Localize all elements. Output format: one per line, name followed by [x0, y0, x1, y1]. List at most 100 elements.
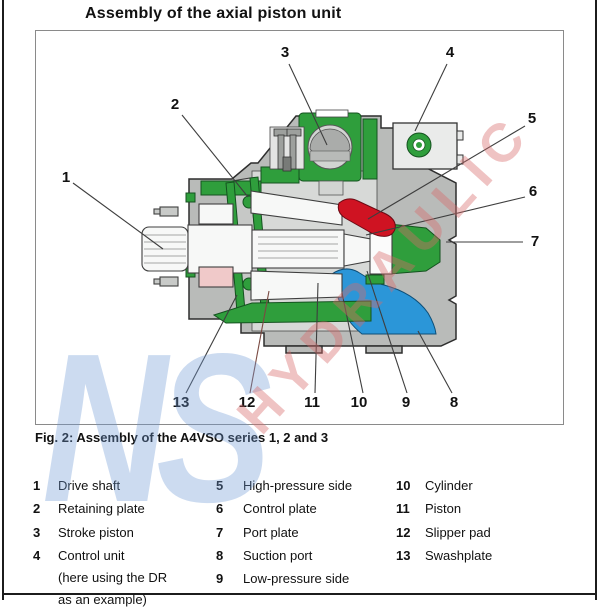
leader-line-1: [72, 182, 164, 250]
legend-num: 1: [33, 478, 41, 493]
legend-num: 2: [33, 501, 41, 517]
control-plate-seal-lower: [365, 274, 385, 285]
legend-num: 12: [396, 524, 411, 540]
valve-stem-left: [277, 134, 285, 170]
legend-item-13: 13 Swashplate: [396, 544, 492, 567]
callout-2: 2: [171, 96, 179, 113]
machined-parts: [141, 190, 393, 301]
shaft-bearing-block: [187, 224, 253, 274]
stroke-piston-dome: [309, 128, 351, 156]
callout-3: 3: [281, 44, 289, 61]
leader-line-6: [365, 196, 526, 236]
legend-label: Stroke piston: [58, 524, 134, 540]
callout-11: 11: [304, 394, 320, 411]
figure-caption: Fig. 2: Assembly of the A4VSO series 1, …: [35, 430, 329, 445]
callout-7: 7: [531, 233, 539, 250]
legend-label: Port plate: [243, 524, 299, 540]
legend-label: Swashplate: [425, 547, 493, 563]
seal-square-upper-left: [185, 192, 196, 203]
legend-num: 5: [216, 478, 224, 493]
stroke-piston-band: [309, 150, 351, 162]
housing-top-tab: [315, 109, 349, 118]
housing-foot-left: [285, 345, 323, 354]
legend-num: 10: [396, 478, 411, 493]
legend-column-3: 10 Cylinder 11 Piston 12 Slipper pad 13 …: [396, 474, 492, 567]
seal-band-right: [362, 118, 378, 180]
housing-foot-right: [365, 345, 403, 354]
page-border-right: [595, 0, 597, 600]
callout-9: 9: [402, 394, 410, 411]
leader-line-5: [367, 125, 526, 220]
legend-item-10: 10 Cylinder: [396, 474, 492, 497]
legend-label: Retaining plate: [58, 501, 145, 517]
stroke-piston-stem: [318, 180, 344, 196]
legend-num: 3: [33, 524, 41, 540]
legend-label: Drive shaft: [58, 478, 121, 493]
legend-item-5: 5 High-pressure side: [216, 474, 352, 497]
legend-item-4-subline-2: as an example): [58, 591, 147, 607]
valve-stem-right: [289, 134, 297, 170]
callout-1: 1: [62, 169, 70, 186]
legend-label: Control unit: [58, 547, 125, 563]
legend-label: Suction port: [243, 547, 313, 563]
callout-5: 5: [528, 110, 536, 127]
valve-core: [282, 156, 292, 172]
callout-12: 12: [239, 394, 256, 411]
leader-line-9: [366, 270, 408, 394]
leader-line-11: [314, 282, 319, 394]
legend-item-2: 2 Retaining plate: [33, 497, 167, 520]
legend-label: Piston: [425, 501, 462, 517]
legend-item-12: 12 Slipper pad: [396, 521, 492, 544]
callout-6: 6: [529, 183, 537, 200]
control-unit-tab-top: [456, 130, 464, 141]
legend-item-9: 9 Low-pressure side: [216, 567, 352, 590]
leader-line-2: [181, 114, 249, 198]
legend-item-11: 11 Piston: [396, 497, 492, 520]
callout-10: 10: [351, 394, 368, 411]
callout-13: 13: [173, 394, 190, 411]
legend-item-4-subline-1: (here using the DR: [58, 570, 168, 586]
mount-bolt-upper-tip: [153, 208, 161, 215]
legend-item-1: 1 Drive shaft: [33, 474, 167, 497]
leader-line-3: [288, 63, 328, 146]
legend-num: 6: [216, 501, 224, 517]
legend-item-7: 7 Port plate: [216, 521, 352, 544]
figure-frame: 1 2 3 4 5 6 7 8 9 10 11 12 13: [35, 30, 564, 425]
leader-lines: [72, 63, 526, 394]
seal-band-bottom: [212, 300, 372, 324]
legend-num: 9: [216, 571, 224, 587]
leader-line-10: [341, 292, 364, 394]
legend-num: 8: [216, 547, 224, 563]
mount-bolt-lower: [159, 276, 179, 287]
mount-bolt-lower-tip: [153, 278, 161, 285]
legend-label: Low-pressure side: [243, 571, 350, 587]
leader-line-12: [249, 290, 270, 394]
bearing-lower: [198, 266, 234, 288]
pump-cross-section-diagram: 1 2 3 4 5 6 7 8 9 10 11 12 13: [62, 44, 539, 411]
legend-num: 4: [33, 547, 41, 563]
valve-assembly: [269, 126, 305, 172]
control-unit-port-dot: [416, 142, 422, 148]
drive-shaft-center: [251, 229, 345, 269]
legend-label: Control plate: [243, 501, 317, 517]
page-border-left: [2, 0, 4, 600]
callout-4: 4: [446, 44, 455, 61]
control-unit: [392, 122, 464, 170]
high-pressure-region: [337, 198, 396, 237]
legend-label: Cylinder: [425, 478, 473, 493]
legend-num: 11: [396, 501, 410, 517]
legend-num: 7: [216, 524, 224, 540]
legend-num: 13: [396, 547, 411, 563]
legend-item-3: 3 Stroke piston: [33, 521, 167, 544]
legend-label: High-pressure side: [243, 478, 353, 493]
legend-item-8: 8 Suction port: [216, 544, 352, 567]
page-border-bottom: [2, 593, 597, 595]
leader-line-8: [417, 330, 453, 394]
legend-label: Slipper pad: [425, 524, 491, 540]
piston-lower: [250, 270, 343, 301]
page-title: Assembly of the axial piston unit: [85, 5, 342, 22]
leader-line-4: [414, 63, 448, 132]
legend-column-2: 5 High-pressure side 6 Control plate 7 P…: [216, 474, 352, 590]
legend-item-6: 6 Control plate: [216, 497, 352, 520]
